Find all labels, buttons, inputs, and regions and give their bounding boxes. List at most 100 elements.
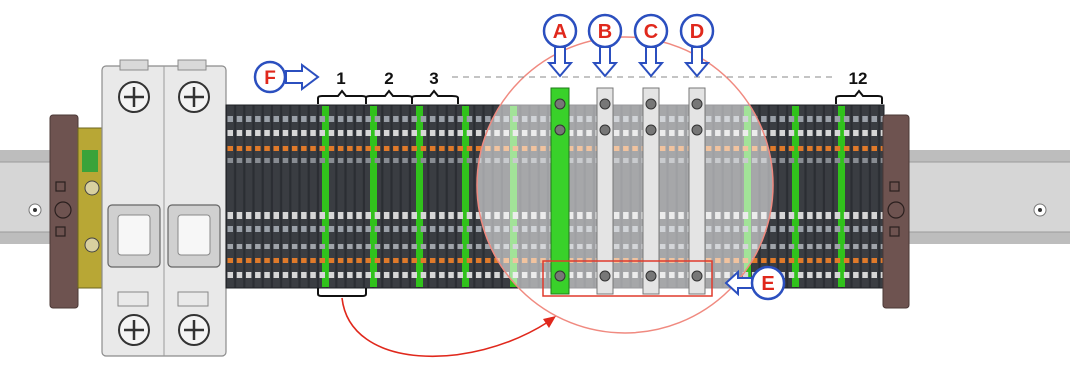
terminal-slot <box>402 158 408 163</box>
terminal-slot <box>448 146 454 151</box>
terminal-slot <box>853 272 859 278</box>
terminal-slot <box>402 244 408 249</box>
terminal-slot <box>337 116 344 122</box>
terminal-slot <box>273 272 279 278</box>
terminal-slot <box>816 212 822 219</box>
terminal-slot <box>255 258 261 263</box>
terminal-slot <box>429 244 436 249</box>
terminal-slot <box>862 146 868 151</box>
terminal-slot <box>788 212 795 219</box>
terminal-slot <box>797 212 804 219</box>
terminal-slot <box>282 130 289 136</box>
terminal-slot <box>236 146 243 151</box>
terminal-slot <box>227 272 233 278</box>
terminal-slot <box>383 212 390 219</box>
terminal-slot <box>475 258 482 263</box>
terminal-slot <box>761 244 767 249</box>
terminal-slot <box>301 226 307 232</box>
terminal-slot <box>319 146 325 151</box>
terminal-slot <box>347 212 353 219</box>
terminal-slot <box>227 158 233 163</box>
terminal-slot <box>853 116 859 122</box>
terminal-slot <box>871 158 877 163</box>
terminal-slot <box>374 212 381 219</box>
terminal-slot <box>227 116 233 122</box>
terminal-slot <box>411 226 417 232</box>
terminal-slot <box>347 258 353 263</box>
terminal-slot <box>457 244 463 249</box>
terminal-slot <box>816 130 822 136</box>
terminal-slot <box>779 244 785 249</box>
terminal-slot <box>779 146 785 151</box>
terminal-slot <box>485 258 491 263</box>
jumper-bridge-b <box>596 87 614 295</box>
terminal-slot <box>236 130 243 136</box>
terminal-slot <box>328 226 335 232</box>
terminal-slot <box>319 226 325 232</box>
terminal-slot <box>328 244 335 249</box>
terminal-slot <box>328 272 335 278</box>
terminal-slot <box>227 130 233 136</box>
terminal-slot <box>255 146 261 151</box>
terminal-slot <box>457 158 463 163</box>
terminal-slot <box>439 116 445 122</box>
terminal-slot <box>429 130 436 136</box>
terminal-slot <box>236 272 243 278</box>
terminal-slot <box>503 272 509 278</box>
terminal-slot <box>797 244 804 249</box>
terminal-slot <box>374 116 381 122</box>
terminal-slot <box>301 130 307 136</box>
terminal-slot <box>291 258 298 263</box>
terminal-slot <box>291 130 298 136</box>
terminal-slot <box>393 116 399 122</box>
terminal-slot <box>365 212 371 219</box>
terminal-slot <box>319 116 325 122</box>
green-terminal-stripe <box>322 106 329 287</box>
terminal-slot <box>807 146 813 151</box>
terminal-slot <box>788 146 795 151</box>
green-terminal-stripe <box>462 106 469 287</box>
terminal-slot <box>448 258 454 263</box>
green-terminal-stripe <box>416 106 423 287</box>
terminal-slot <box>310 116 316 122</box>
terminal-slot <box>816 272 822 278</box>
terminal-slot <box>466 226 473 232</box>
terminal-slot <box>347 244 353 249</box>
terminal-slot <box>383 146 390 151</box>
terminal-slot <box>291 226 298 232</box>
terminal-slot <box>439 226 445 232</box>
terminal-slot <box>301 212 307 219</box>
terminal-slot <box>448 130 454 136</box>
terminal-slot <box>301 272 307 278</box>
callout-b-letter: B <box>598 21 612 43</box>
terminal-slot <box>788 226 795 232</box>
terminal-slot <box>310 212 316 219</box>
terminal-slot <box>834 212 841 219</box>
terminal-slot <box>770 158 776 163</box>
terminal-slot <box>843 116 850 122</box>
terminal-slot <box>834 244 841 249</box>
terminal-slot <box>420 212 427 219</box>
terminal-slot <box>834 258 841 263</box>
terminal-slot <box>475 130 482 136</box>
terminal-slot <box>797 258 804 263</box>
terminal-slot <box>245 258 252 263</box>
terminal-slot <box>245 272 252 278</box>
terminal-slot <box>337 146 344 151</box>
end-stop-right <box>882 114 910 309</box>
terminal-slot <box>475 116 482 122</box>
green-terminal-stripe <box>370 106 377 287</box>
terminal-slot <box>255 212 261 219</box>
terminal-slot <box>365 146 371 151</box>
terminal-slot <box>282 244 289 249</box>
terminal-slot <box>291 272 298 278</box>
terminal-slot <box>347 272 353 278</box>
terminal-slot <box>807 272 813 278</box>
terminal-slot <box>273 130 279 136</box>
terminal-slot <box>429 212 436 219</box>
terminal-slot <box>245 116 252 122</box>
down-arrow-icon <box>637 46 665 78</box>
terminal-slot <box>862 244 868 249</box>
terminal-slot <box>393 146 399 151</box>
terminal-slot <box>466 130 473 136</box>
